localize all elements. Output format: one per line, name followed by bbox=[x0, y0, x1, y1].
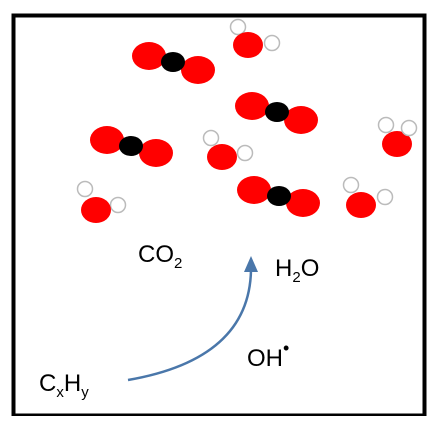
oxygen-atom bbox=[132, 42, 166, 70]
oxygen-atom bbox=[207, 144, 237, 170]
oh-radical-dot: • bbox=[283, 338, 290, 358]
oxygen-atom bbox=[237, 176, 271, 204]
co2-label: CO2 bbox=[138, 241, 182, 272]
oxygen-atom bbox=[90, 126, 124, 154]
oxygen-atom bbox=[233, 32, 263, 58]
h2o-molecule bbox=[377, 116, 418, 157]
oxygen-atom bbox=[286, 189, 320, 217]
cxhy-text-h: H bbox=[63, 370, 82, 397]
h2o-molecule bbox=[202, 129, 254, 170]
reaction-arrowhead bbox=[244, 256, 258, 272]
hydrogen-atom bbox=[342, 176, 360, 194]
oh-radical-label: OH• bbox=[247, 339, 289, 372]
h2o-molecule bbox=[342, 176, 394, 218]
hydrogen-atom bbox=[76, 180, 94, 198]
hydrogen-atom bbox=[202, 129, 220, 147]
oxygen-atom bbox=[181, 56, 215, 84]
co2-molecule bbox=[237, 176, 320, 217]
cxhy-subscript-x: x bbox=[56, 384, 64, 401]
carbon-atom bbox=[119, 136, 143, 156]
co2-molecule bbox=[132, 42, 215, 84]
cxhy-text-c: C bbox=[39, 370, 57, 397]
oxygen-atom bbox=[284, 106, 318, 134]
hydrogen-atom bbox=[400, 119, 418, 137]
h2o-text-o: O bbox=[300, 255, 320, 282]
h2o-molecule bbox=[229, 18, 281, 58]
hydrogen-atom bbox=[376, 188, 394, 206]
carbon-atom bbox=[267, 186, 291, 206]
hydrogen-atom bbox=[109, 196, 127, 214]
co2-molecule bbox=[90, 126, 173, 167]
h2o-subscript: 2 bbox=[292, 269, 301, 286]
hydrogen-atom bbox=[236, 144, 254, 162]
h2o-label: H2O bbox=[275, 255, 320, 286]
oxygen-atom bbox=[139, 139, 173, 167]
oxygen-atom bbox=[382, 131, 412, 157]
co2-text: CO bbox=[138, 241, 174, 268]
co2-molecule bbox=[235, 92, 318, 134]
oh-text: OH bbox=[247, 345, 283, 372]
reaction-arrow bbox=[127, 269, 253, 382]
oxygen-atom bbox=[235, 92, 269, 120]
h2o-molecule bbox=[76, 180, 127, 223]
oxygen-atom bbox=[346, 192, 376, 218]
co2-subscript: 2 bbox=[174, 255, 183, 272]
hydrogen-atom bbox=[229, 18, 247, 36]
carbon-atom bbox=[265, 102, 289, 122]
cxhy-subscript-y: y bbox=[81, 384, 89, 401]
cxhy-label: CxHy bbox=[39, 370, 89, 401]
h2o-text-h: H bbox=[275, 255, 293, 282]
carbon-atom bbox=[161, 52, 185, 72]
hydrogen-atom bbox=[377, 116, 395, 134]
hydrogen-atom bbox=[263, 34, 281, 52]
oxygen-atom bbox=[81, 197, 111, 223]
